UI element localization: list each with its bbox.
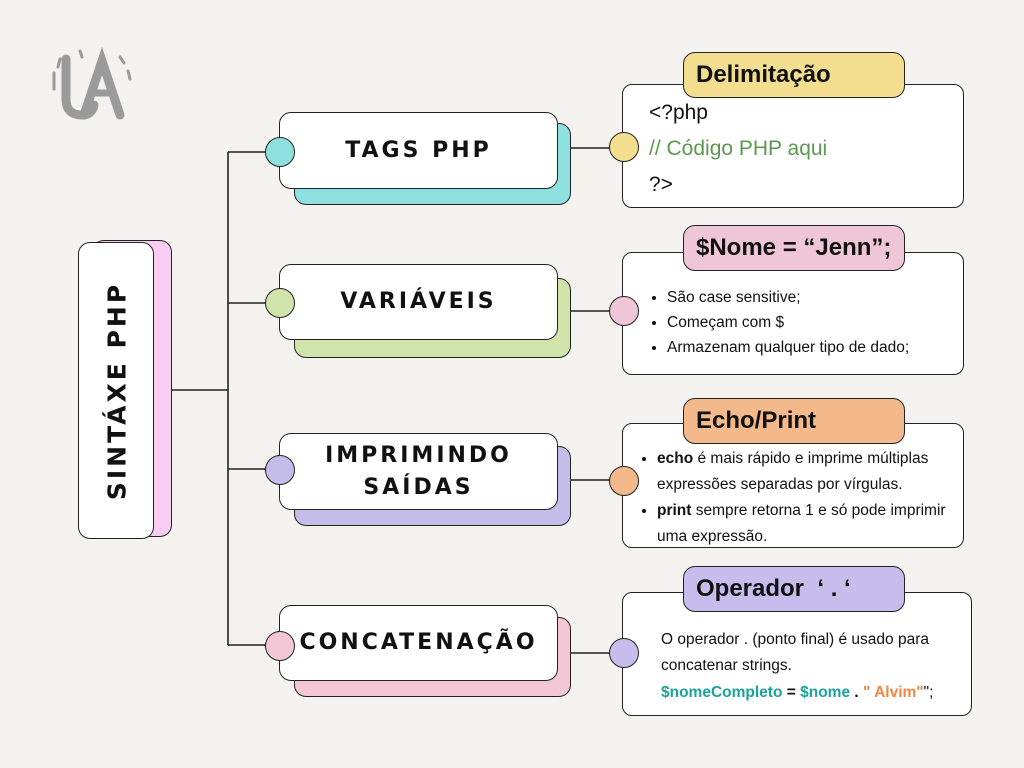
code-dot: . bbox=[850, 684, 863, 701]
root-node-label: Sintáxe PHP bbox=[102, 281, 132, 501]
branch-variaveis-label: Variáveis bbox=[340, 289, 497, 315]
branch-variaveis[interactable]: Variáveis bbox=[279, 264, 558, 340]
branch-concat-dot bbox=[265, 631, 295, 661]
branch-saidas-label-line1: imprimindo bbox=[325, 442, 512, 468]
branch-variaveis-dot bbox=[265, 288, 295, 318]
php-comment: // Código PHP aqui bbox=[649, 137, 828, 160]
echo-text: é mais rápido e imprime múltiplas expres… bbox=[657, 450, 929, 493]
info-card-saidas: echo é mais rápido e imprime múltiplas e… bbox=[622, 423, 964, 548]
info-card-concat: O operador . (ponto final) é usado para … bbox=[622, 592, 972, 716]
branch-imprimindo-saidas[interactable]: imprimindo saídas bbox=[279, 433, 558, 510]
variaveis-bullet-3: Armazenam qualquer tipo de dado; bbox=[667, 335, 909, 360]
saidas-item-print: print sempre retorna 1 e só pode imprimi… bbox=[657, 498, 977, 550]
info-tags-dot bbox=[609, 132, 639, 162]
php-close-tag: ?> bbox=[649, 173, 673, 196]
tag-echo-print: Echo/Print bbox=[683, 398, 905, 444]
concat-text-line1: O operador . (ponto final) é usado para bbox=[661, 631, 929, 648]
php-open-tag: <?php bbox=[649, 101, 708, 124]
branch-saidas-dot bbox=[265, 455, 295, 485]
info-concat-dot bbox=[609, 638, 639, 668]
branch-saidas-label: imprimindo saídas bbox=[280, 434, 557, 509]
code-equals: = bbox=[782, 684, 801, 701]
branch-tags-php-dot bbox=[265, 137, 295, 167]
tag-operador: Operador ‘ . ‘ bbox=[683, 566, 905, 612]
branch-concatenacao[interactable]: Concatenação bbox=[279, 605, 558, 681]
ja-logo bbox=[52, 46, 132, 120]
concat-code: $nomeCompleto = $nome . " Alvim""; bbox=[661, 684, 933, 702]
code-string: " Alvim" bbox=[863, 684, 924, 701]
code-var-nomecompleto: $nomeCompleto bbox=[661, 684, 783, 701]
variaveis-bullets: São case sensitive; Começam com $ Armaze… bbox=[647, 285, 909, 360]
branch-tags-php[interactable]: Tags PHP bbox=[279, 112, 558, 189]
code-var-nome: $nome bbox=[800, 684, 851, 701]
branch-concat-label: Concatenação bbox=[299, 630, 538, 656]
echo-keyword: echo bbox=[657, 450, 694, 467]
tag-nome-jenn: $Nome = “Jenn”; bbox=[683, 225, 905, 271]
saidas-item-echo: echo é mais rápido e imprime múltiplas e… bbox=[657, 446, 977, 498]
tag-delimitacao: Delimitação bbox=[683, 52, 905, 98]
branch-saidas-label-line2: saídas bbox=[363, 474, 474, 500]
code-end: "; bbox=[923, 684, 934, 701]
info-card-tags: <?php // Código PHP aqui ?> bbox=[622, 84, 964, 208]
variaveis-bullet-2: Começam com $ bbox=[667, 310, 909, 335]
concat-text-line2: concatenar strings. bbox=[661, 657, 792, 674]
saidas-bullets: echo é mais rápido e imprime múltiplas e… bbox=[637, 446, 977, 550]
branch-tags-php-label: Tags PHP bbox=[345, 137, 492, 163]
root-node[interactable]: Sintáxe PHP bbox=[78, 242, 154, 539]
info-variaveis-dot bbox=[609, 296, 639, 326]
print-text: sempre retorna 1 e só pode imprimir uma … bbox=[657, 502, 946, 545]
info-saidas-dot bbox=[609, 466, 639, 496]
print-keyword: print bbox=[657, 502, 692, 519]
variaveis-bullet-1: São case sensitive; bbox=[667, 285, 909, 310]
